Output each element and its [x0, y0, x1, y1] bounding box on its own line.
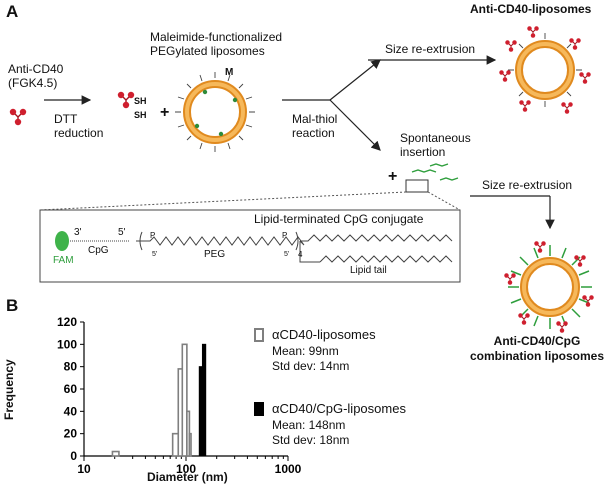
- panel-b-label: B: [6, 296, 19, 315]
- y-tick-label: 0: [70, 449, 77, 463]
- liposome-title-2: PEGylated liposomes: [150, 44, 265, 58]
- y-tick-label: 40: [64, 404, 78, 418]
- y-tick-label: 80: [64, 360, 78, 374]
- legend-swatch-2: [254, 402, 264, 416]
- histogram-bar: [111, 450, 120, 457]
- y-axis-title: Frequency: [2, 359, 16, 420]
- x-tick-label: 100: [176, 462, 196, 476]
- legend-swatch-1: [254, 328, 264, 342]
- peg-chain: [136, 236, 305, 246]
- conjugate-panel: [39, 209, 461, 283]
- conjugate-title: Lipid-terminated CpG conjugate: [254, 212, 424, 226]
- reduced-antibody-icon: [117, 91, 135, 109]
- histogram-bar: [171, 432, 180, 457]
- anti-cd40-liposome-icon: [498, 25, 592, 115]
- maleimide-mark: M: [225, 67, 234, 78]
- sh-label-2: SH: [134, 110, 147, 120]
- y-tick-label: 100: [57, 337, 77, 351]
- legend-label-1: αCD40-liposomes: [272, 327, 376, 342]
- conjugate-zoom-box: [405, 179, 429, 193]
- antibody-icon: [9, 108, 27, 126]
- liposome-title-1: Maleimide-functionalized: [150, 30, 283, 44]
- phosphate-2: P: [282, 231, 288, 240]
- y-tick-label: 20: [64, 427, 78, 441]
- repeat-subscript: 4: [298, 250, 303, 259]
- combination-liposome-icon: [503, 240, 595, 334]
- reaction-arrow-up: [329, 59, 381, 101]
- reextrusion-label-top: Size re-extrusion: [385, 42, 476, 56]
- spontaneous-label-1: Spontaneous: [400, 131, 471, 145]
- antibody-name: Anti-CD40: [8, 62, 64, 76]
- fam-dye-icon: [55, 231, 69, 251]
- histogram-chart: 0 20 40 60 80 100 120 10 100 1000: [57, 315, 302, 476]
- y-tick-label: 60: [64, 382, 78, 396]
- dtt-label: DTT: [54, 112, 78, 126]
- malthiol-label-2: reaction: [292, 126, 335, 140]
- five-prime-1: 5': [152, 251, 158, 258]
- histogram-bar: [201, 343, 207, 457]
- antibody-clone: (FGK4.5): [8, 76, 58, 90]
- product-top-label: Anti-CD40-liposomes: [470, 2, 592, 16]
- histogram-bar: [188, 432, 192, 457]
- phosphate-1: P: [150, 231, 156, 240]
- malthiol-label-1: Mal-thiol: [292, 112, 338, 126]
- legend-label-2: αCD40/CpG-liposomes: [272, 401, 406, 416]
- end-3-label: 3': [74, 227, 82, 238]
- x-axis-title: Diameter (nm): [147, 470, 228, 484]
- reextrusion-label-bottom: Size re-extrusion: [482, 178, 573, 192]
- cpg-strands-icon: [411, 163, 459, 181]
- y-tick-label: 120: [57, 315, 77, 329]
- reaction-arrow-down: [329, 99, 381, 151]
- panel-a-label: A: [6, 2, 19, 21]
- legend-sd-1: Std dev: 14nm: [272, 359, 350, 373]
- histogram-bar: [181, 343, 188, 457]
- cpg-label: CpG: [88, 245, 109, 256]
- reduction-label: reduction: [54, 126, 104, 140]
- product-bottom-label-1: Anti-CD40/CpG: [493, 334, 581, 348]
- spontaneous-label-2: insertion: [400, 145, 446, 159]
- lipid-chain-lower: [319, 255, 453, 263]
- product-bottom-label-2: combination liposomes: [469, 349, 604, 363]
- five-prime-2: 5': [284, 251, 290, 258]
- x-tick-label: 1000: [275, 462, 302, 476]
- legend-mean-2: Mean: 148nm: [272, 418, 346, 432]
- lipid-chain-upper: [300, 234, 453, 242]
- maleimide-liposome-icon: [175, 72, 255, 152]
- sh-label-1: SH: [134, 96, 147, 106]
- legend-sd-2: Std dev: 18nm: [272, 433, 350, 447]
- plus-sign: +: [160, 104, 170, 121]
- end-5-label: 5': [118, 227, 126, 238]
- peg-label: PEG: [204, 249, 226, 260]
- plus-sign-2: +: [388, 168, 398, 185]
- lipid-tail-label: Lipid tail: [350, 265, 387, 276]
- fam-label: FAM: [53, 255, 74, 266]
- x-tick-label: 10: [77, 462, 91, 476]
- legend-mean-1: Mean: 99nm: [272, 344, 339, 358]
